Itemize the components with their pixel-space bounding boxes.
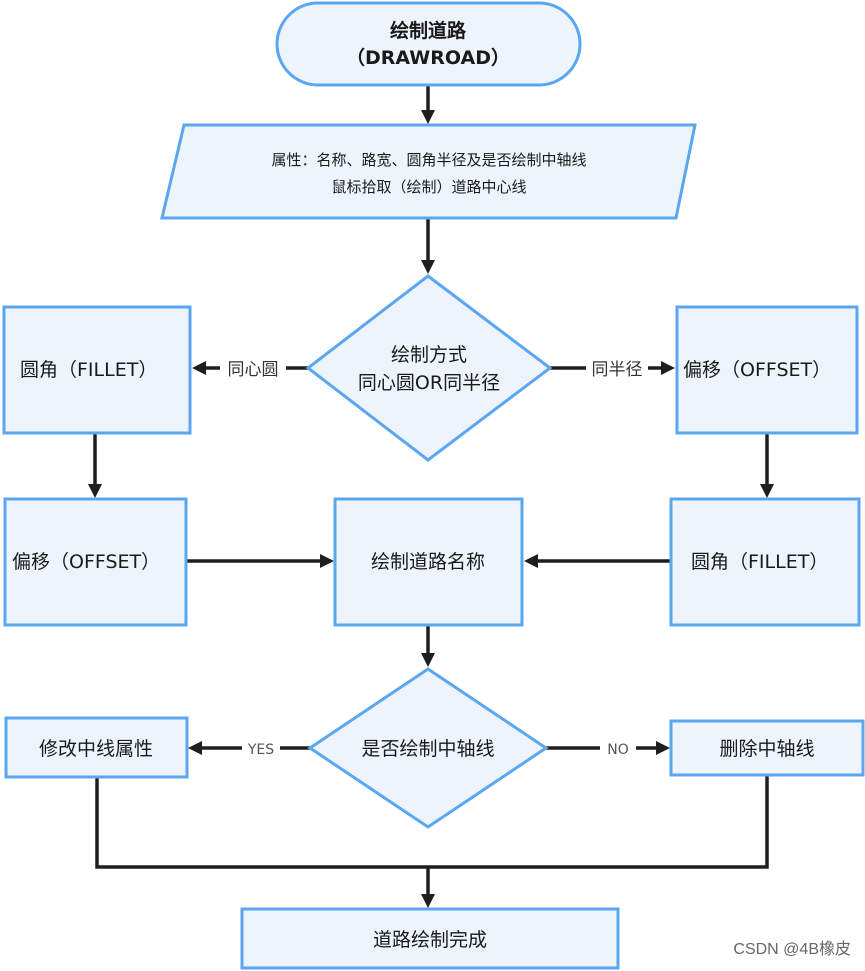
node-axis-decision: 是否绘制中轴线 xyxy=(307,667,549,829)
edge-label-concentric: 同心圆 xyxy=(228,360,279,380)
node-start: 绘制道路 （DRAWROAD） xyxy=(275,1,582,87)
offset-left-label: 偏移（OFFSET） xyxy=(12,551,160,573)
arrowhead xyxy=(192,361,206,375)
node-modify-props: 修改中线属性 xyxy=(4,716,189,779)
edge-label-yes: YES xyxy=(247,742,274,758)
process-shape xyxy=(669,497,861,627)
process-shape xyxy=(240,907,620,970)
node-fillet-right: 圆角（FILLET） xyxy=(669,497,861,627)
method-line-2: 同心圆OR同半径 xyxy=(358,372,500,394)
arrowhead xyxy=(524,554,538,568)
arrowhead xyxy=(656,741,670,755)
edge-label-same-radius: 同半径 xyxy=(592,360,643,380)
node-done: 道路绘制完成 xyxy=(240,907,620,970)
method-line-1: 绘制方式 xyxy=(391,344,467,366)
node-offset-right: 偏移（OFFSET） xyxy=(675,305,859,435)
modify-props-label: 修改中线属性 xyxy=(39,738,153,760)
process-shape xyxy=(3,497,188,627)
node-method-decision: 绘制方式 同心圆OR同半径 xyxy=(305,274,553,462)
diamond-shape xyxy=(305,274,553,462)
parallelogram-shape xyxy=(160,123,697,220)
arrowhead xyxy=(421,110,435,124)
process-shape xyxy=(2,305,192,435)
arrowhead xyxy=(88,484,102,498)
fillet-left-label: 圆角（FILLET） xyxy=(20,359,157,381)
terminator-shape xyxy=(275,1,582,87)
node-draw-name: 绘制道路名称 xyxy=(333,497,524,627)
input-line-1: 属性：名称、路宽、圆角半径及是否绘制中轴线 xyxy=(271,151,586,169)
diamond-shape xyxy=(307,667,549,829)
fillet-right-label: 圆角（FILLET） xyxy=(691,551,828,573)
edge-delete-to-done xyxy=(428,776,769,869)
draw-name-label: 绘制道路名称 xyxy=(371,551,485,573)
axis-decision-label: 是否绘制中轴线 xyxy=(361,738,494,760)
watermark: CSDN @4B橡皮 xyxy=(733,941,851,958)
arrowhead xyxy=(421,260,435,274)
process-shape xyxy=(669,719,865,777)
arrowhead xyxy=(320,554,334,568)
node-input: 属性：名称、路宽、圆角半径及是否绘制中轴线 鼠标拾取（绘制）道路中心线 xyxy=(160,123,697,220)
arrowhead xyxy=(188,741,202,755)
node-delete-axis: 删除中轴线 xyxy=(669,719,865,777)
node-fillet-left: 圆角（FILLET） xyxy=(2,305,192,435)
process-shape xyxy=(333,497,524,627)
edge-label-no: NO xyxy=(607,742,629,758)
start-title: 绘制道路 xyxy=(390,19,467,42)
process-shape xyxy=(4,716,189,779)
arrowhead xyxy=(421,653,435,667)
edge-labels: 同心圆 同半径 YES NO xyxy=(228,360,643,758)
arrowhead xyxy=(661,361,675,375)
offset-right-label: 偏移（OFFSET） xyxy=(683,359,831,381)
arrowhead xyxy=(760,484,774,498)
edge-modify-to-done xyxy=(95,777,428,869)
arrowhead xyxy=(421,894,435,908)
edges xyxy=(88,86,774,908)
start-subtitle: （DRAWROAD） xyxy=(346,46,510,69)
input-line-2: 鼠标拾取（绘制）道路中心线 xyxy=(331,178,526,196)
delete-axis-label: 删除中轴线 xyxy=(719,738,814,760)
node-offset-left: 偏移（OFFSET） xyxy=(3,497,188,627)
done-label: 道路绘制完成 xyxy=(373,929,487,951)
process-shape xyxy=(675,305,859,435)
